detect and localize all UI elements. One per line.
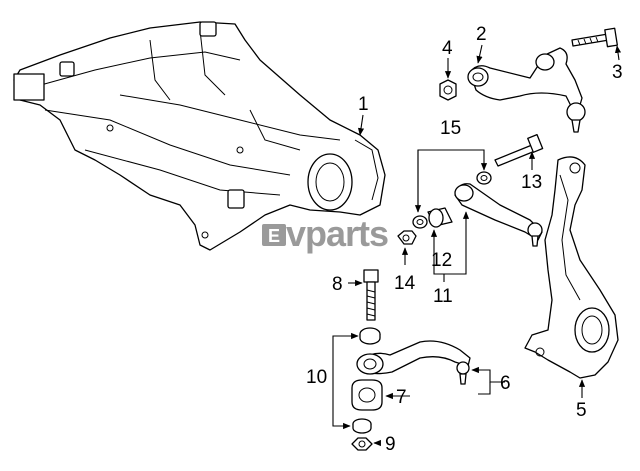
callout-10: 10 <box>306 367 327 388</box>
strut-washer-right <box>476 171 492 185</box>
tension-strut <box>454 183 543 247</box>
lower-arm-nut <box>351 437 373 451</box>
callout-13: 13 <box>521 172 542 193</box>
upper-control-arm <box>467 47 586 133</box>
callout-5: 5 <box>576 400 587 421</box>
callout-1: 1 <box>358 94 369 115</box>
callout-4: 4 <box>442 38 453 59</box>
callout-2: 2 <box>476 24 487 45</box>
lower-arm-bushing <box>351 379 383 411</box>
leader-lines <box>332 44 622 447</box>
crossmember-subframe <box>13 21 386 251</box>
lower-arm-bolt <box>363 269 379 321</box>
callout-8: 8 <box>332 274 343 295</box>
callout-7: 7 <box>396 387 407 408</box>
watermark-badge: E <box>268 226 280 246</box>
upper-arm-nut <box>439 79 457 101</box>
callout-labels: 1 2 3 4 5 6 7 8 9 10 11 12 13 14 15 <box>306 24 623 455</box>
watermark-logo: E vparts <box>262 213 389 254</box>
steering-knuckle <box>524 156 619 379</box>
lower-arm-washer-bottom <box>352 418 372 434</box>
strut-bushing <box>427 207 453 228</box>
strut-bolt <box>494 133 544 167</box>
callout-15: 15 <box>440 118 461 139</box>
strut-nut <box>397 230 417 245</box>
watermark-text: vparts <box>286 213 388 254</box>
lower-control-arm <box>356 340 471 385</box>
callout-14: 14 <box>394 273 416 294</box>
lower-arm-washer-top <box>359 327 381 345</box>
callout-9: 9 <box>385 434 396 455</box>
callout-6: 6 <box>500 373 511 394</box>
callout-3: 3 <box>612 62 623 83</box>
callout-11: 11 <box>433 286 453 307</box>
callout-12: 12 <box>431 250 452 271</box>
upper-arm-bolt <box>571 27 618 48</box>
strut-washer-left <box>412 215 428 229</box>
